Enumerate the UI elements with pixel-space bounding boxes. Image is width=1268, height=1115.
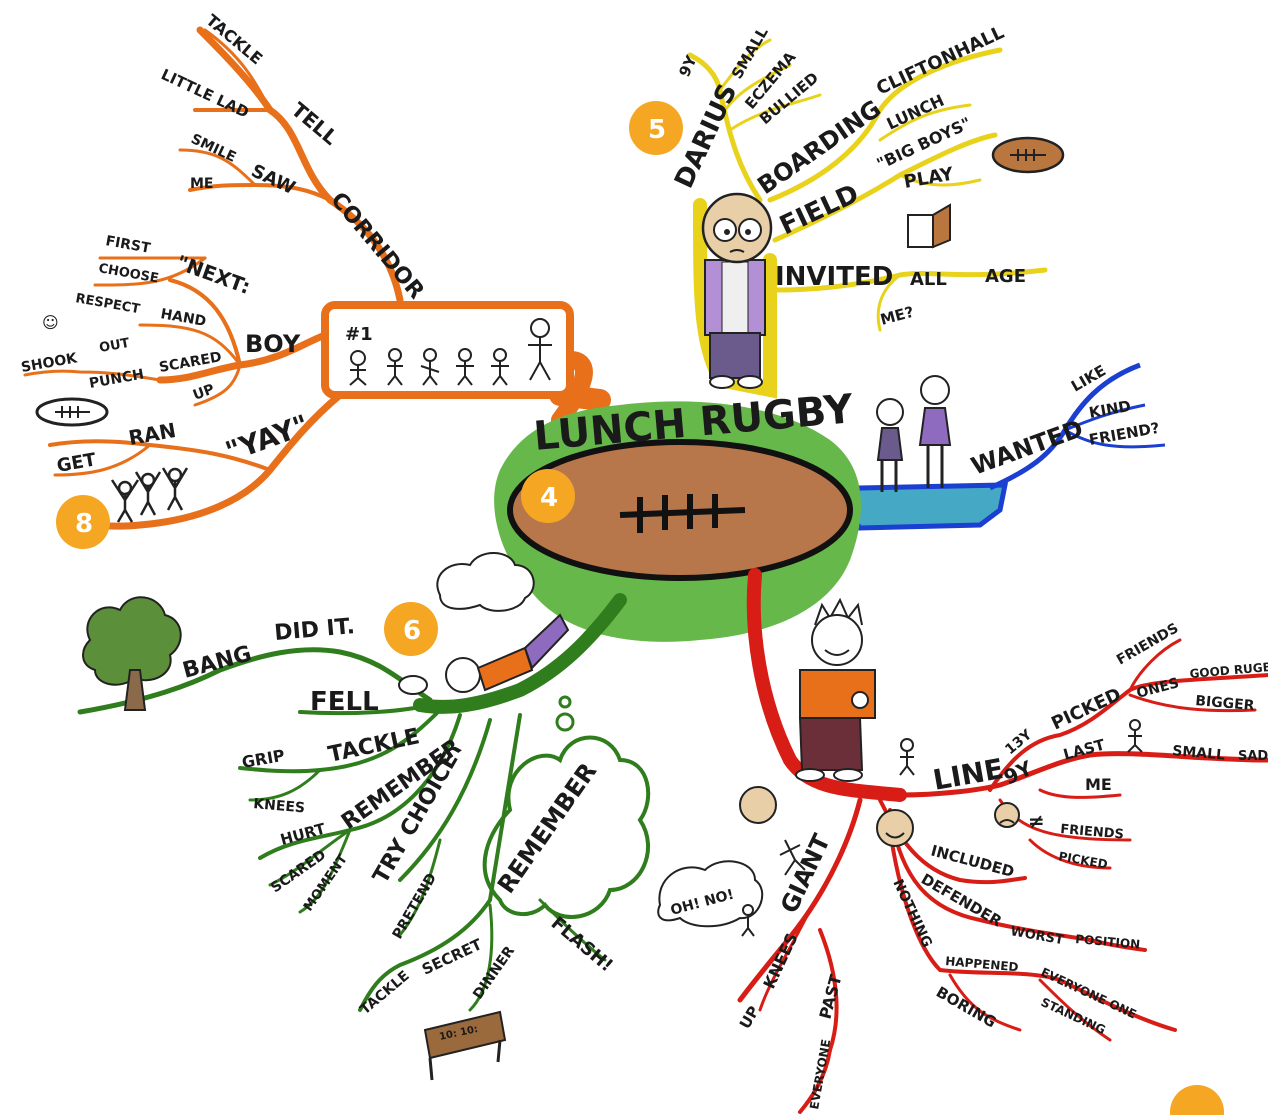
- label-oh-no: OH! NO!: [669, 887, 736, 919]
- label-line: LINE: [930, 752, 1005, 797]
- green-branch: [77, 593, 651, 1012]
- label-age-word: AGE: [985, 266, 1026, 287]
- label-past: PAST: [816, 972, 846, 1021]
- label-next: "NEXT:: [173, 250, 253, 299]
- label-bigger: BIGGER: [1195, 693, 1256, 714]
- svg-text:4: 4: [540, 483, 558, 513]
- label-like: LIKE: [1068, 361, 1109, 395]
- label-secret: SECRET: [419, 935, 485, 979]
- label-picked-2: PICKED: [1057, 849, 1108, 871]
- fallen-kid-figure: [398, 613, 570, 695]
- label-smiley: ☺: [42, 313, 59, 332]
- label-knees: KNEES: [253, 796, 306, 816]
- label-choose: CHOOSE: [97, 261, 159, 286]
- label-flash: FLASH!: [547, 913, 617, 977]
- label-saw: SAW: [248, 160, 299, 199]
- label-invited: INVITED: [775, 262, 893, 292]
- cheering-kids-icon: [110, 467, 189, 523]
- badge-8: 8: [56, 495, 110, 549]
- tree-icon: [82, 596, 182, 711]
- label-not-equal: ≠: [1028, 809, 1045, 833]
- label-punch: PUNCH: [88, 367, 145, 392]
- label-happened: HAPPENED: [945, 954, 1019, 974]
- label-me: ME: [1085, 775, 1112, 794]
- label-corridor: CORRIDOR: [325, 188, 428, 304]
- svg-text:6: 6: [403, 616, 421, 646]
- red-branch: [737, 568, 1268, 1114]
- label-ones: ONES: [1135, 675, 1181, 702]
- label-boy: BOY: [245, 330, 301, 358]
- label-me: ME?: [878, 303, 915, 329]
- label-respect: RESPECT: [74, 291, 141, 317]
- label-small: SMALL: [1172, 743, 1226, 764]
- label-tackle: TACKLE: [326, 724, 422, 768]
- label-hurt: HURT: [278, 819, 328, 848]
- label-boring: BORING: [933, 983, 999, 1032]
- label-smile: SMILE: [188, 131, 238, 166]
- label-out: OUT: [98, 336, 131, 356]
- svg-text:5: 5: [648, 115, 666, 145]
- board-number: #1: [345, 324, 373, 345]
- label-first: FIRST: [104, 233, 152, 257]
- darius-character: [701, 192, 773, 389]
- central-image: LUNCH RUGBY: [494, 386, 862, 642]
- label-ran: RAN: [127, 418, 178, 450]
- label-kind: KIND: [1088, 397, 1133, 422]
- label-sad: SAD: [1238, 749, 1268, 764]
- svg-text:8: 8: [75, 509, 93, 539]
- label-hand: HAND: [159, 306, 207, 330]
- blue-labels: WANTED LIKE KIND FRIEND?: [967, 361, 1160, 480]
- yellow-branch: [687, 38, 1048, 399]
- rugby-ball-play-icon: [991, 136, 1065, 174]
- blue-branch: [836, 362, 1166, 531]
- giant-character: [795, 597, 876, 782]
- label-position: POSITION: [1075, 932, 1141, 952]
- badge-4: 4: [521, 469, 575, 523]
- label-yay: "YAY": [221, 408, 313, 468]
- label-everyone: EVERYONE: [807, 1038, 833, 1110]
- label-me: ME: [190, 176, 214, 192]
- label-good-rugby: GOOD RUGBY: [1189, 659, 1268, 681]
- rugby-team-board: #1: [321, 301, 574, 399]
- badge-6: 6: [384, 602, 438, 656]
- label-fell: FELL: [310, 687, 379, 717]
- label-picked: PICKED: [1048, 684, 1124, 734]
- dinner-table-icon: 10: 10:: [423, 1010, 507, 1081]
- door-icon: [907, 203, 951, 249]
- red-branch-icons: [657, 719, 1143, 937]
- label-worst: WORST: [1009, 924, 1065, 948]
- badge-5: 5: [629, 101, 683, 155]
- label-up: UP: [736, 1003, 763, 1032]
- label-age: 9Y: [675, 52, 701, 80]
- label-all: ALL: [910, 269, 947, 290]
- label-giant: GIANT: [775, 829, 836, 917]
- label-field: FIELD: [775, 179, 863, 241]
- two-kids-figures: [876, 375, 952, 492]
- label-did-it: DID IT.: [273, 614, 355, 646]
- label-bang: BANG: [180, 641, 254, 683]
- label-pretend: PRETEND: [390, 871, 440, 942]
- dream-cloud-icon: [436, 552, 535, 612]
- label-last: LAST: [1061, 735, 1107, 764]
- label-friends-2: FRIENDS: [1060, 822, 1125, 842]
- label-up: UP: [191, 381, 217, 403]
- label-knees: KNEES: [759, 930, 801, 992]
- label-grip: GRIP: [240, 746, 286, 772]
- badge-partial: [1170, 1085, 1224, 1115]
- label-friend: FRIEND?: [1088, 419, 1161, 449]
- label-cliftonhall: CLIFTONHALL: [873, 22, 1007, 99]
